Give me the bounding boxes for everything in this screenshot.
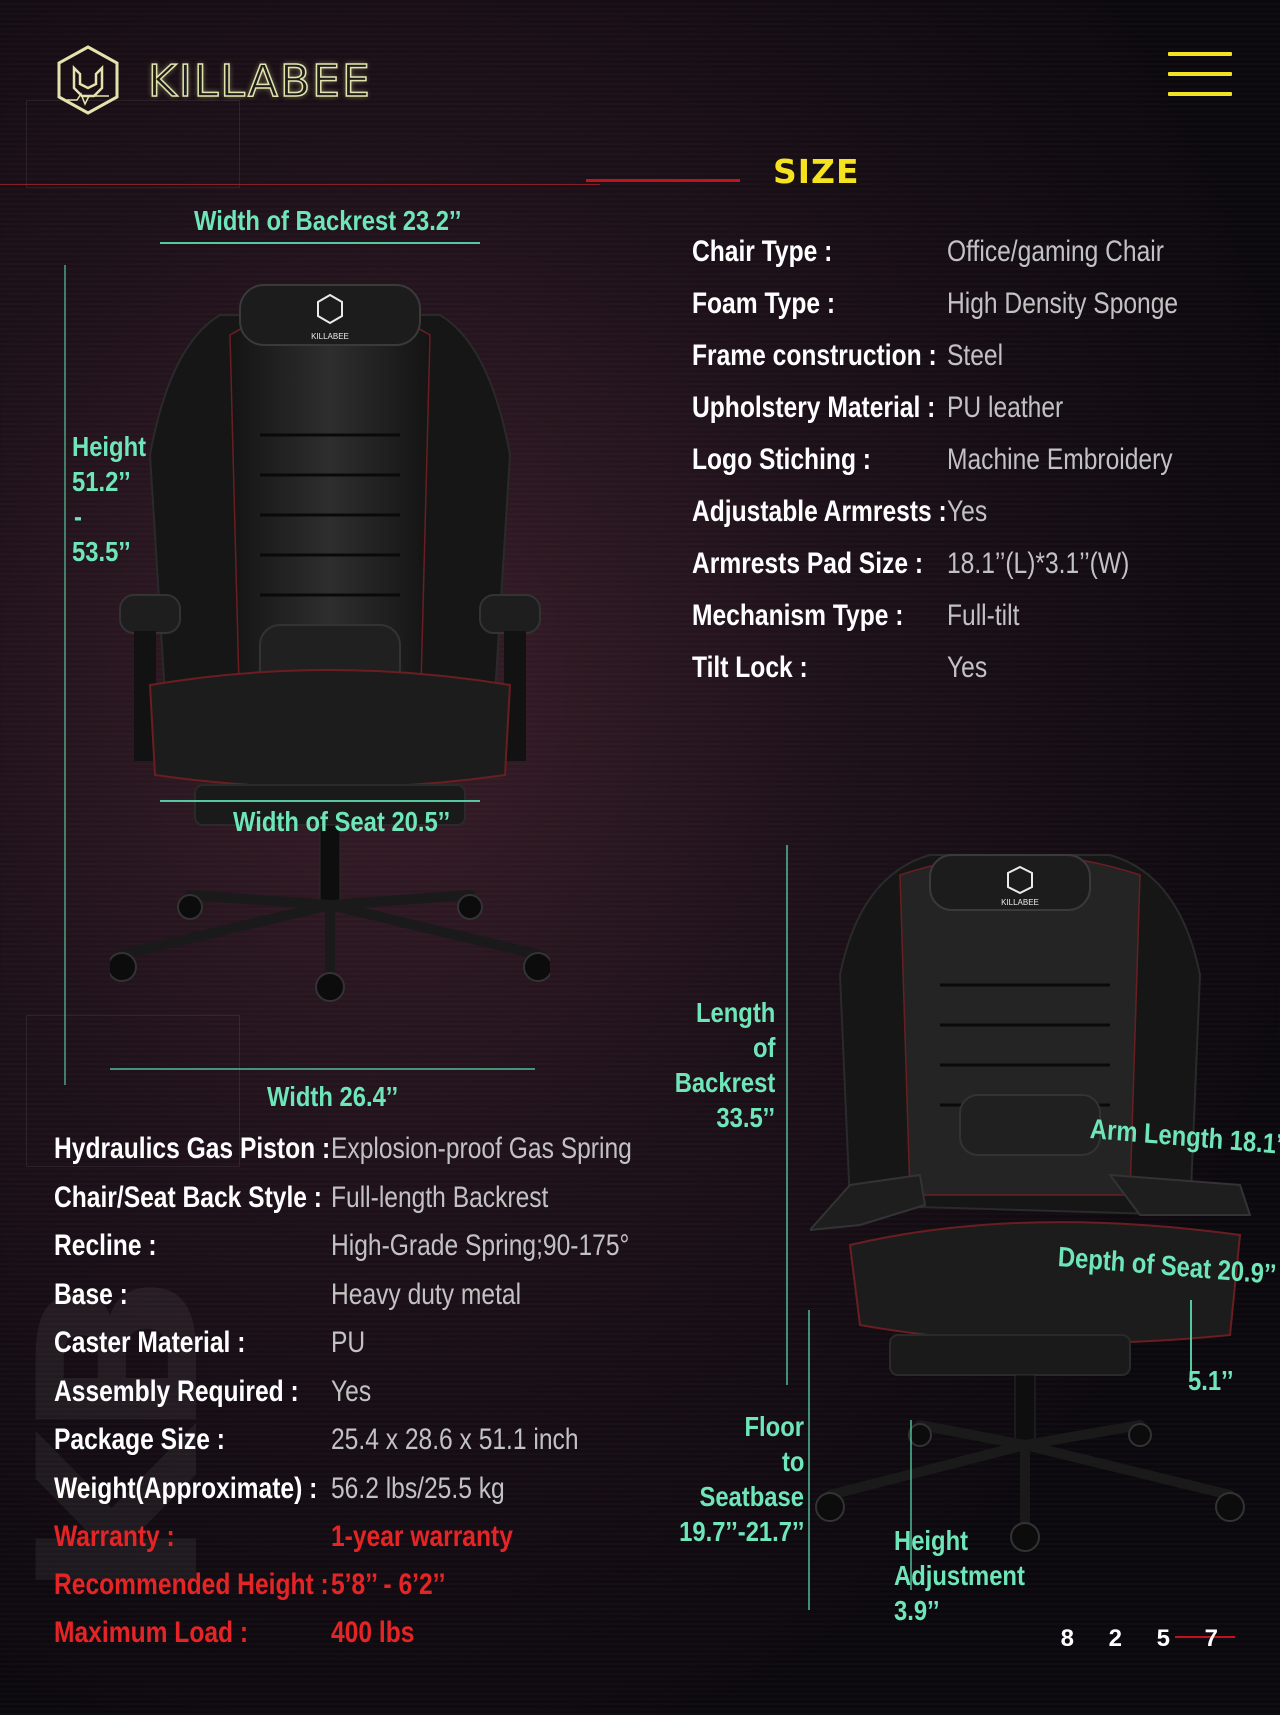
dim-width: Width 26.4’’ — [267, 1081, 399, 1112]
chair-logo-text: KILLABEE — [1001, 898, 1039, 907]
spec-label: Adjustable Armrests : — [692, 495, 947, 528]
dim-backrest-length-2: of — [752, 1032, 775, 1063]
dim-height-max: 53.5’’ — [72, 536, 131, 567]
spec-label: Tilt Lock : — [692, 651, 808, 684]
dim-height-adjust-3: 3.9’’ — [894, 1595, 940, 1626]
spec-value: 5’8’’ - 6’2’’ — [331, 1568, 446, 1601]
dim-height-label: Height — [72, 431, 147, 462]
spec-value: Yes — [947, 495, 988, 528]
brand-name: KILLABEE — [147, 55, 372, 108]
dimension-line — [1190, 1300, 1192, 1380]
dimension-line — [110, 1068, 535, 1070]
spec-value: Heavy duty metal — [331, 1277, 522, 1311]
spec-value: Full-length Backrest — [331, 1180, 549, 1214]
spec-label: Assembly Required : — [54, 1374, 299, 1408]
spec-value: 25.4 x 28.6 x 51.1 inch — [331, 1423, 579, 1456]
divider-line — [586, 179, 740, 182]
spec-value: PU leather — [947, 391, 1064, 424]
spec-value: 56.2 lbs/25.5 kg — [331, 1471, 505, 1505]
spec-label: Recline : — [54, 1229, 157, 1262]
spec-value: Office/gaming Chair — [947, 235, 1164, 268]
dim-height-adjust-1: Height — [894, 1525, 969, 1556]
dim-seat-width: Width of Seat 20.5’’ — [233, 806, 451, 837]
spec-label: Warranty : — [54, 1520, 175, 1553]
dim-backrest-length-4: 33.5’’ — [716, 1102, 775, 1133]
spec-label: Recommended Height : — [54, 1568, 329, 1601]
spec-value: Yes — [331, 1374, 372, 1408]
spec-value: High-Grade Spring;90-175° — [331, 1229, 630, 1262]
dimension-line — [786, 845, 788, 1385]
spec-label: Chair/Seat Back Style : — [54, 1180, 322, 1214]
dim-height-sep: - — [74, 501, 82, 532]
spec-label: Foam Type : — [692, 287, 836, 320]
spec-label: Hydraulics Gas Piston : — [54, 1132, 331, 1165]
decor-frame — [26, 1015, 240, 1167]
spec-label: Weight(Approximate) : — [54, 1471, 318, 1505]
spec-label: Base : — [54, 1277, 128, 1311]
spec-label: Logo Stiching : — [692, 443, 872, 476]
spec-label: Chair Type : — [692, 235, 833, 268]
dim-floor-3: Seatbase — [699, 1481, 804, 1512]
menu-icon[interactable] — [1168, 50, 1232, 98]
divider-line — [0, 184, 600, 185]
spec-value: Steel — [947, 339, 1004, 372]
chair-logo-text: KILLABEE — [311, 332, 349, 341]
dimension-line — [160, 242, 480, 244]
spec-value: Yes — [947, 651, 988, 684]
dim-height-min: 51.2’’ — [72, 466, 131, 497]
spec-label: Armrests Pad Size : — [692, 547, 924, 580]
dim-floor-1: Floor — [744, 1411, 805, 1442]
dimension-line — [160, 800, 480, 802]
section-title: SIZE — [773, 152, 860, 191]
spec-value: PU — [331, 1326, 366, 1359]
spec-label: Maximum Load : — [54, 1616, 249, 1649]
dimension-line — [64, 265, 66, 1085]
decor-frame — [26, 100, 240, 188]
spec-value: High Density Sponge — [947, 287, 1179, 320]
spec-value: 400 lbs — [331, 1616, 415, 1649]
spec-value: Explosion-proof Gas Spring — [331, 1132, 632, 1165]
dim-height-adjust-2: Adjustment — [894, 1560, 1025, 1591]
brand-logo-icon — [57, 45, 119, 115]
divider-line — [1175, 1636, 1235, 1638]
dimension-line — [910, 1420, 912, 1590]
dim-backrest-length-3: Backrest — [674, 1067, 775, 1098]
dim-backrest-length-1: Length — [695, 997, 775, 1028]
spec-label: Upholstery Material : — [692, 391, 936, 424]
front-chair-image: KILLABEE — [110, 284, 550, 1002]
spec-label: Frame construction : — [692, 339, 937, 372]
dim-backrest-width: Width of Backrest 23.2’’ — [194, 205, 462, 236]
spec-label: Package Size : — [54, 1423, 225, 1456]
page-number: 8 2 5 7 — [1060, 1625, 1232, 1652]
side-chair-image: KILLABEE — [810, 854, 1252, 1552]
spec-value: Full-tilt — [947, 599, 1020, 632]
dim-floor-4: 19.7’’-21.7’’ — [678, 1516, 804, 1547]
spec-label: Mechanism Type : — [692, 599, 904, 632]
spec-value: 1-year warranty — [331, 1520, 513, 1553]
spec-label: Caster Material : — [54, 1326, 246, 1359]
dim-armrest-height: 5.1’’ — [1188, 1365, 1234, 1396]
dim-floor-2: to — [781, 1446, 804, 1477]
spec-value: Machine Embroidery — [947, 443, 1173, 476]
spec-value: 18.1’’(L)*3.1’’(W) — [947, 547, 1130, 580]
dimension-line — [808, 1310, 810, 1610]
